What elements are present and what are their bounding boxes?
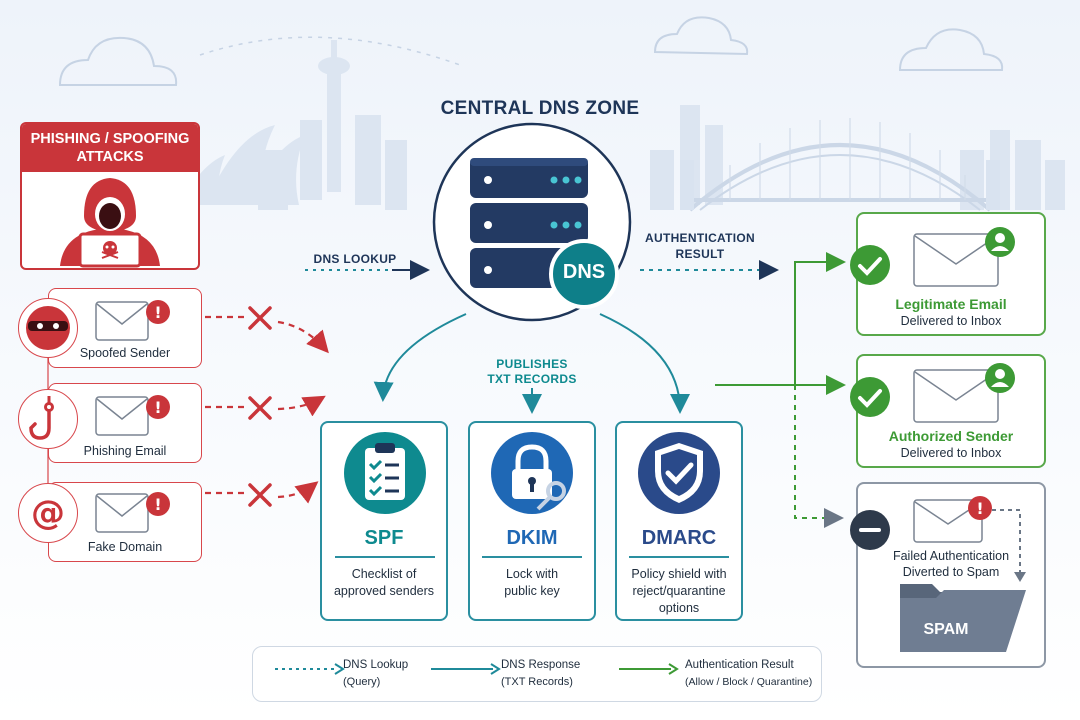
legend: DNS Lookup (Query) DNS Response (TXT Rec…	[252, 646, 822, 702]
legend-lookup-sub: (Query)	[343, 676, 381, 688]
spam-folder-label: SPAM	[923, 621, 969, 638]
envelope-user-icon	[913, 227, 1015, 287]
divider	[482, 556, 582, 558]
publishes-line-2: TXT RECORDS	[487, 372, 577, 386]
record-title-dmarc: DMARC	[641, 527, 717, 549]
masked-bandit-icon	[18, 298, 78, 358]
attacks-panel: PHISHING / SPOOFING ATTACKS	[20, 122, 200, 270]
legend-result-label: Authentication Result	[685, 659, 794, 671]
dns-badge-label: DNS	[562, 261, 606, 283]
record-desc-line: Policy shield with	[631, 567, 727, 581]
attacks-title: PHISHING / SPOOFING ATTACKS	[22, 124, 198, 172]
check-circle-icon	[850, 245, 890, 285]
dns-lookup-label: DNS LOOKUP	[313, 252, 397, 266]
padlock-key-icon	[491, 432, 573, 514]
zone-title: CENTRAL DNS ZONE	[440, 98, 640, 119]
envelope-user-icon	[913, 363, 1015, 423]
record-desc-line: Checklist of	[351, 567, 417, 581]
at-sign-icon: @	[18, 483, 78, 543]
threat-label-phishing: Phishing Email	[83, 444, 167, 458]
spam-folder-icon	[900, 509, 1026, 652]
outcome-sub-authorized: Delivered to Inbox	[900, 446, 1002, 460]
bridge-illustration	[680, 143, 1000, 212]
record-title-spf: SPF	[364, 527, 404, 549]
fishing-hook-icon	[18, 389, 78, 449]
record-desc-line: reject/quarantine	[632, 584, 726, 598]
record-desc-line: public key	[504, 584, 560, 598]
record-card-dmarc	[615, 421, 743, 621]
record-desc-spf: Checklist of approved senders	[320, 566, 448, 600]
legend-lookup-label: DNS Lookup	[343, 659, 409, 671]
hacker-icon	[60, 178, 160, 268]
record-desc-line: Lock with	[505, 567, 559, 581]
legend-result-sub: (Allow / Block / Quarantine)	[685, 676, 813, 688]
divider	[629, 556, 729, 558]
outcome-title-legitimate: Legitimate Email	[895, 296, 1007, 312]
publishes-label: PUBLISHES TXT RECORDS	[472, 357, 592, 387]
threat-label-spoofed: Spoofed Sender	[79, 346, 171, 360]
record-desc-line: approved senders	[333, 584, 435, 598]
shield-check-icon	[638, 432, 720, 514]
minus-circle-icon	[850, 510, 890, 550]
divider	[335, 556, 435, 558]
outcome-sub-failed: Diverted to Spam	[902, 565, 1000, 579]
dns-badge	[549, 239, 619, 309]
record-desc-line: options	[658, 601, 700, 615]
publishes-line-1: PUBLISHES	[496, 357, 568, 371]
threat-label-fake-domain: Fake Domain	[87, 540, 163, 554]
svg-text:!: !	[154, 303, 161, 322]
svg-text:!: !	[976, 499, 983, 518]
envelope-warning-icon: !	[95, 395, 170, 436]
record-desc-dkim: Lock with public key	[468, 566, 596, 600]
auth-result-line-1: AUTHENTICATION	[645, 231, 755, 245]
legend-response-label: DNS Response	[501, 659, 581, 671]
envelope-warning-icon: !	[913, 496, 992, 543]
blocked-x-icon	[248, 306, 272, 507]
envelope-warning-icon: !	[95, 300, 170, 341]
attacks-title-line-1: PHISHING / SPOOFING	[30, 131, 190, 147]
record-title-dkim: DKIM	[506, 527, 558, 549]
outcome-sub-legitimate: Delivered to Inbox	[900, 314, 1002, 328]
auth-result-label: AUTHENTICATION RESULT	[640, 230, 760, 262]
outcome-title-failed: Failed Authentication	[892, 549, 1010, 563]
auth-result-line-2: RESULT	[675, 247, 725, 261]
legend-response-arrow	[431, 663, 501, 675]
clipboard-checklist-icon	[344, 432, 426, 514]
legend-result-arrow	[619, 663, 679, 675]
legend-response-sub: (TXT Records)	[501, 676, 573, 688]
record-desc-dmarc: Policy shield with reject/quarantine opt…	[615, 566, 743, 617]
svg-text:!: !	[154, 495, 161, 514]
outcome-title-authorized: Authorized Sender	[888, 428, 1014, 444]
svg-text:!: !	[154, 398, 161, 417]
attacks-title-line-2: ATTACKS	[76, 149, 144, 165]
envelope-warning-icon: !	[95, 492, 170, 533]
svg-text:@: @	[31, 493, 65, 533]
legend-lookup-arrow	[275, 663, 345, 675]
cloud-icon	[58, 16, 1004, 86]
check-circle-icon	[850, 377, 890, 417]
